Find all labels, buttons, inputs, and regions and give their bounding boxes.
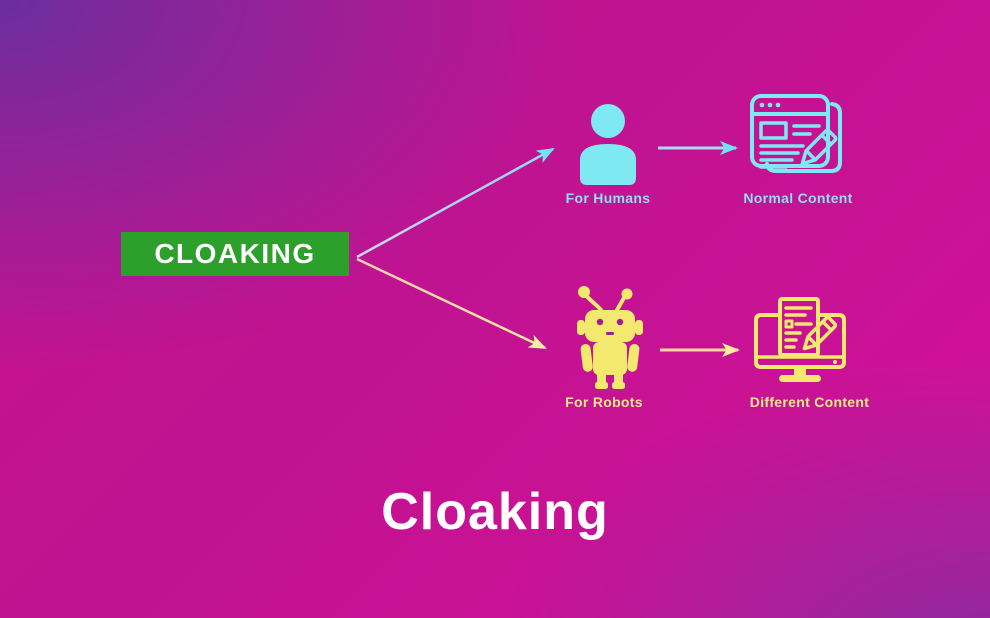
monitor-document-pencil-icon — [752, 297, 848, 396]
different-content-label: Different Content — [749, 394, 870, 410]
cloaking-root-label: CLOAKING — [154, 238, 316, 269]
person-icon — [573, 103, 643, 192]
for-robots-label: For Robots — [565, 394, 643, 410]
arrow-cloaking-to-humans — [356, 147, 555, 259]
normal-content-label: Normal Content — [743, 190, 853, 206]
for-humans-label: For Humans — [565, 190, 651, 206]
cloaking-root-box: CLOAKING — [121, 232, 349, 276]
document-pencil-icon — [748, 92, 848, 193]
page-title: Cloaking — [381, 483, 609, 541]
robot-icon — [570, 283, 650, 394]
arrow-cloaking-to-robots — [356, 257, 547, 350]
